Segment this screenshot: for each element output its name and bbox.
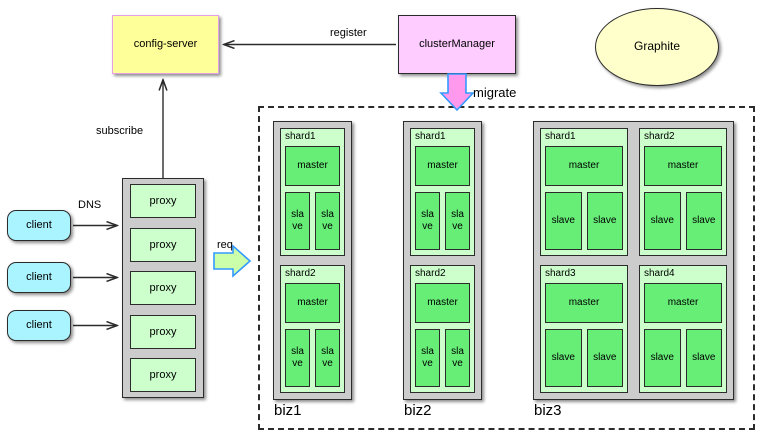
- slave-node[interactable]: slave: [315, 328, 340, 387]
- slave-row: slave slave: [415, 191, 470, 250]
- slave-row: slave slave: [285, 328, 340, 387]
- shard-title: shard2: [644, 131, 675, 142]
- slave-row: slave slave: [285, 191, 340, 250]
- slave-node[interactable]: slave: [445, 328, 470, 387]
- slave-node[interactable]: slave: [644, 328, 681, 387]
- slave-node[interactable]: slave: [545, 191, 582, 250]
- slave-node[interactable]: slave: [685, 328, 722, 387]
- master-node[interactable]: master: [644, 282, 722, 323]
- proxy-node[interactable]: proxy: [130, 184, 196, 218]
- shard-title: shard1: [285, 131, 316, 142]
- shard-title: shard1: [545, 131, 576, 142]
- shard-title: shard2: [415, 268, 446, 279]
- client-node[interactable]: client: [7, 210, 71, 241]
- biz-group-label: biz1: [274, 402, 302, 419]
- graphite-node[interactable]: Graphite: [595, 8, 719, 86]
- shard-box[interactable]: shard1 master slave slave: [410, 128, 475, 256]
- biz-group-biz2: shard1 master slave slave shard2 master …: [403, 121, 482, 400]
- slave-row: slave slave: [545, 328, 623, 387]
- biz-group-label: biz2: [404, 402, 432, 419]
- shard-box[interactable]: shard1 master slave slave: [280, 128, 345, 256]
- slave-row: slave slave: [545, 191, 623, 250]
- biz-group-label: biz3: [534, 402, 562, 419]
- slave-node[interactable]: slave: [285, 328, 310, 387]
- shard-box[interactable]: shard2 master slave slave: [639, 128, 727, 256]
- proxy-node[interactable]: proxy: [130, 358, 196, 392]
- shard-title: shard4: [644, 268, 675, 279]
- cluster-manager-node[interactable]: clusterManager: [398, 15, 516, 74]
- shard-title: shard2: [285, 268, 316, 279]
- proxy-node[interactable]: proxy: [130, 314, 196, 349]
- master-node[interactable]: master: [644, 145, 722, 186]
- proxy-group: proxy proxy proxy proxy proxy: [122, 178, 204, 398]
- master-node[interactable]: master: [545, 145, 623, 186]
- shard-box[interactable]: shard2 master slave slave: [280, 265, 345, 393]
- cluster-boundary: [258, 106, 755, 430]
- client-node[interactable]: client: [7, 262, 71, 293]
- master-node[interactable]: master: [415, 145, 470, 186]
- shard-title: shard3: [545, 268, 576, 279]
- subscribe-label: subscribe: [96, 125, 144, 137]
- shard-box[interactable]: shard3 master slave slave: [540, 265, 628, 393]
- master-node[interactable]: master: [285, 282, 340, 323]
- slave-row: slave slave: [644, 191, 722, 250]
- config-server-node[interactable]: config-server: [112, 15, 219, 74]
- dns-label: DNS: [78, 199, 102, 211]
- master-node[interactable]: master: [415, 282, 470, 323]
- slave-node[interactable]: slave: [586, 328, 623, 387]
- slave-node[interactable]: slave: [285, 191, 310, 250]
- shard-box[interactable]: shard2 master slave slave: [410, 265, 475, 393]
- master-node[interactable]: master: [545, 282, 623, 323]
- slave-node[interactable]: slave: [545, 328, 582, 387]
- req-label: req: [217, 239, 233, 251]
- slave-node[interactable]: slave: [586, 191, 623, 250]
- slave-node[interactable]: slave: [644, 191, 681, 250]
- slave-node[interactable]: slave: [685, 191, 722, 250]
- slave-row: slave slave: [415, 328, 470, 387]
- shard-box[interactable]: shard4 master slave slave: [639, 265, 727, 393]
- slave-node[interactable]: slave: [415, 328, 440, 387]
- slave-node[interactable]: slave: [445, 191, 470, 250]
- migrate-label: migrate: [473, 85, 517, 100]
- proxy-node[interactable]: proxy: [130, 271, 196, 305]
- biz-group-biz1: shard1 master slave slave shard2 master …: [273, 121, 352, 400]
- proxy-node[interactable]: proxy: [130, 227, 196, 262]
- shard-box[interactable]: shard1 master slave slave: [540, 128, 628, 256]
- master-node[interactable]: master: [285, 145, 340, 186]
- register-label: register: [330, 27, 367, 39]
- slave-node[interactable]: slave: [415, 191, 440, 250]
- client-node[interactable]: client: [7, 310, 71, 341]
- migrate-block-arrow: [439, 73, 475, 112]
- slave-node[interactable]: slave: [315, 191, 340, 250]
- shard-title: shard1: [415, 131, 446, 142]
- biz-group-biz3: shard1 master slave slave shard2 master …: [533, 121, 734, 400]
- slave-row: slave slave: [644, 328, 722, 387]
